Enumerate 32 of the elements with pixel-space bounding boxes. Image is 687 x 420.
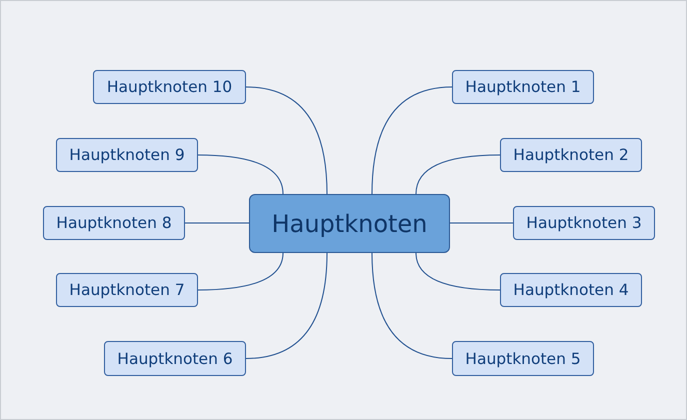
topic-label: Hauptknoten 10 xyxy=(106,78,232,96)
topic-label: Hauptknoten xyxy=(272,210,428,238)
topic-box xyxy=(56,138,198,172)
topic-label: Hauptknoten 8 xyxy=(56,214,172,232)
central-topic-box xyxy=(249,194,450,253)
topic-box xyxy=(513,206,655,240)
connector-line xyxy=(416,154,500,194)
topic-box xyxy=(500,138,642,172)
topic-box xyxy=(43,206,185,240)
topic-label: Hauptknoten 1 xyxy=(465,78,581,96)
topic-box xyxy=(104,341,246,376)
connector-line xyxy=(246,252,328,359)
topic-label: Hauptknoten 5 xyxy=(465,350,581,368)
topic-box xyxy=(452,341,594,376)
topic-box xyxy=(93,70,246,104)
connector-line xyxy=(372,252,452,359)
topic-label: Hauptknoten 6 xyxy=(117,350,233,368)
topic-label: Hauptknoten 7 xyxy=(69,281,185,299)
connector-line xyxy=(184,222,250,224)
topic-label: Hauptknoten 9 xyxy=(69,146,185,164)
connector-line xyxy=(246,86,328,194)
connector-line xyxy=(416,252,500,290)
connector-line xyxy=(372,86,452,194)
topic-box xyxy=(500,273,642,307)
topic-box xyxy=(56,273,198,307)
topic-box xyxy=(452,70,594,104)
topic-label: Hauptknoten 4 xyxy=(513,281,629,299)
topic-label: Hauptknoten 2 xyxy=(513,146,629,164)
connector-line xyxy=(198,154,284,194)
connector-line xyxy=(450,222,514,224)
connector-line xyxy=(198,252,284,290)
topic-label: Hauptknoten 3 xyxy=(526,214,642,232)
